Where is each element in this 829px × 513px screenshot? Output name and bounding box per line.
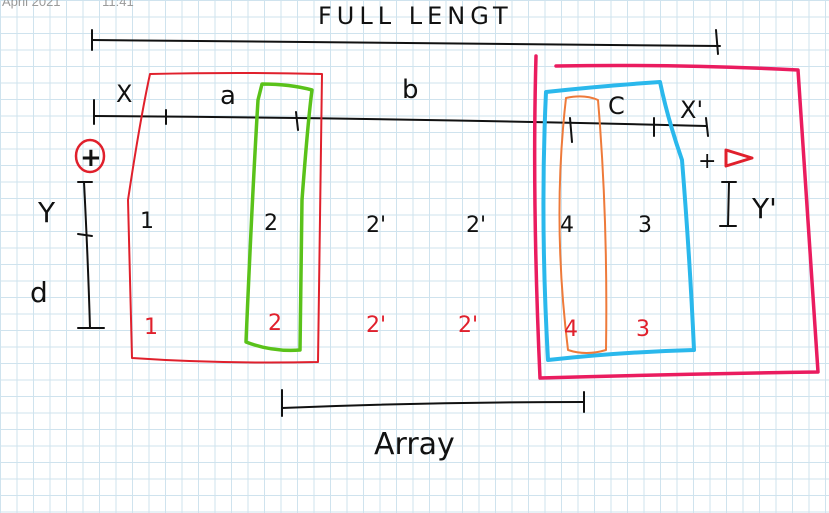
- label-y: Y: [37, 196, 56, 229]
- column-label: 1: [140, 209, 154, 234]
- column-label-red: 2': [366, 313, 386, 338]
- label-a: a: [220, 81, 236, 111]
- array-label: Array: [374, 427, 455, 462]
- label-d: d: [30, 276, 48, 309]
- red-triangle-marker: [724, 148, 754, 168]
- column-label-red: 3: [636, 317, 650, 342]
- label-x-prime: X': [680, 96, 703, 124]
- plus-marker-left: [74, 138, 106, 174]
- plus-left-text: +: [80, 143, 102, 173]
- full-length-dimension: [91, 29, 721, 55]
- column-label-red: 2': [458, 313, 478, 338]
- magenta-outer-box: [532, 54, 820, 380]
- column-labels-bottom: 1 2 2' 2' 4 3: [144, 311, 650, 342]
- page-meta: April 2021 11:41: [2, 0, 134, 9]
- column-label-red: 4: [564, 317, 578, 342]
- note-time: 11:41: [102, 0, 134, 9]
- segment-dimension-line: [93, 99, 709, 143]
- green-column-box: [244, 82, 314, 353]
- column-label: 3: [638, 213, 652, 238]
- column-label: 2: [264, 211, 278, 236]
- left-vertical-dimension: [77, 181, 105, 329]
- label-b: b: [402, 75, 419, 105]
- cyan-group-box: [541, 80, 696, 362]
- plus-right-text: +: [698, 149, 716, 174]
- right-vertical-dimension: [719, 181, 737, 227]
- label-y-prime: Y': [751, 192, 777, 225]
- red-group-box: [127, 72, 323, 364]
- orange-column-box: [558, 95, 608, 354]
- label-x: X: [116, 80, 132, 108]
- column-label: 2': [366, 213, 386, 238]
- label-c: C: [608, 92, 625, 120]
- column-labels-top: 1 2 2' 2' 4 3: [140, 209, 652, 238]
- column-label-red: 1: [144, 315, 158, 340]
- full-length-label: FULL LENGT: [318, 2, 513, 30]
- column-label-red: 2: [268, 311, 282, 336]
- column-label: 2': [466, 213, 486, 238]
- column-label: 4: [560, 213, 574, 238]
- array-dimension: [281, 389, 585, 417]
- note-date: April 2021: [2, 0, 61, 9]
